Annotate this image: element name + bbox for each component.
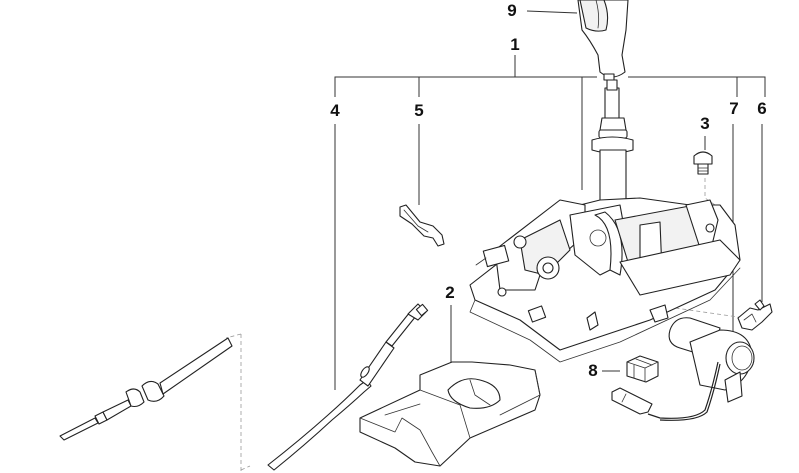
alignment-line-cable-top <box>225 333 242 339</box>
part-6-cable-clip <box>737 299 773 331</box>
callout-7: 7 <box>728 99 740 118</box>
callout-1: 1 <box>509 35 521 54</box>
leader-line-9 <box>526 10 578 14</box>
part-5-retaining-clip <box>399 204 445 247</box>
callout-9: 9 <box>506 1 518 20</box>
callout-4: 4 <box>329 101 341 120</box>
callout-6: 6 <box>756 99 768 118</box>
part-3-bolt <box>693 151 713 175</box>
leader-bracket-1-left <box>334 76 597 97</box>
part-8-connector-housing <box>626 355 659 383</box>
part-1-shifter-assembly <box>469 79 741 363</box>
callout-8: 8 <box>587 361 599 380</box>
callout-5: 5 <box>413 101 425 120</box>
part-4-selector-cable <box>59 303 429 471</box>
part-9-gear-knob <box>577 0 629 81</box>
part-2-insulation-base <box>359 361 541 467</box>
part-7-shift-lock-solenoid <box>611 317 755 421</box>
leader-lines <box>225 10 766 473</box>
leader-bracket-1-right <box>628 76 766 97</box>
callout-3: 3 <box>699 114 711 133</box>
alignment-line-cable-bottom <box>240 465 251 471</box>
callout-2: 2 <box>444 283 456 302</box>
